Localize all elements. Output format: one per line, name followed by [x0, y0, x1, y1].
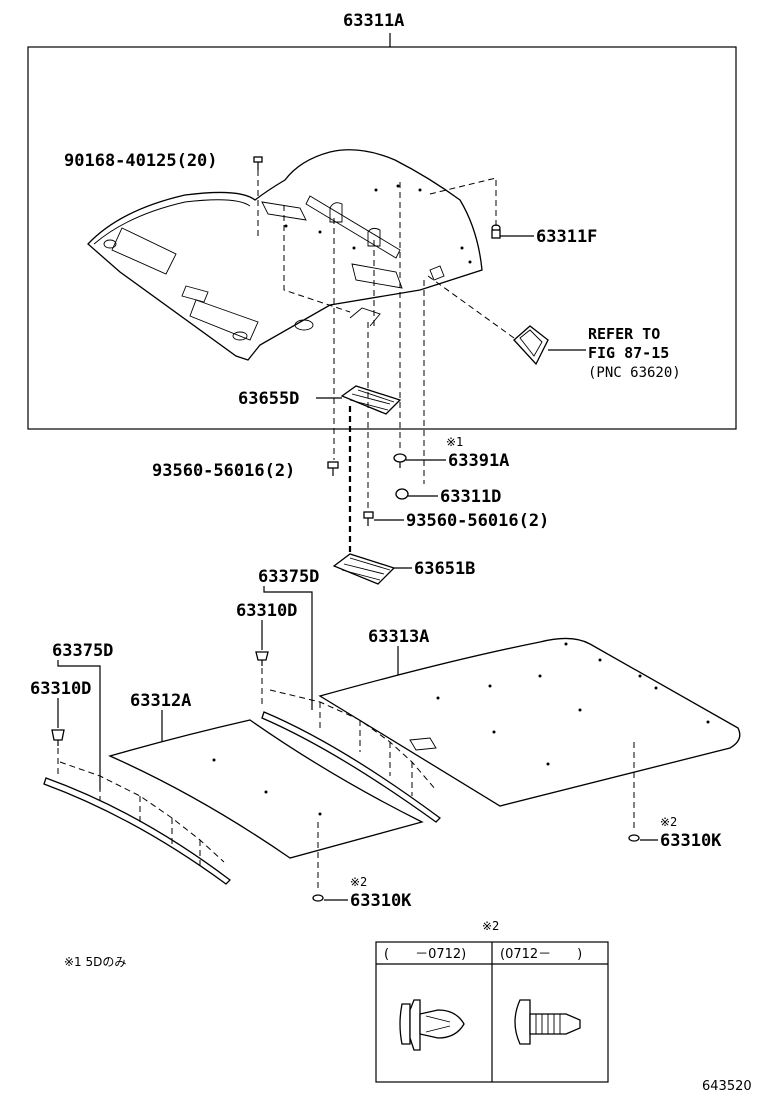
diagram-code: 643520: [702, 1079, 752, 1094]
mark-1: ※1: [446, 435, 463, 449]
bracket-63655D: [316, 385, 402, 415]
label-63375D-left: 63375D: [52, 641, 113, 661]
clip-63310K-left: [312, 822, 348, 902]
clip-93560-a: [327, 461, 339, 476]
label-63651B: 63651B: [414, 559, 475, 579]
mark-2-left: ※2: [350, 875, 367, 889]
roof-panel-63313A: [318, 637, 741, 807]
label-63311A: 63311A: [343, 11, 404, 31]
clip-63311F: [429, 177, 534, 239]
footnote-1: ※1 5Dのみ: [64, 955, 126, 969]
clip-90168-40125: [253, 156, 263, 240]
clip-63310K-right: [628, 742, 658, 842]
clip-new-type: [514, 999, 581, 1045]
mark-2-right: ※2: [660, 815, 677, 829]
variant-table: [375, 941, 609, 1083]
table-col-1: ( －0712): [384, 947, 466, 962]
refer-text-1: REFER TO: [588, 325, 660, 343]
rail-right: [261, 689, 441, 823]
label-93560-a: 93560-56016(2): [152, 461, 295, 481]
label-90168-40125: 90168-40125(20): [64, 151, 218, 171]
label-63311F: 63311F: [536, 227, 597, 247]
label-63313A: 63313A: [368, 627, 429, 647]
proj-line-6: [283, 205, 351, 313]
bracket-63651B: [332, 553, 412, 585]
clip-63310D-right: [255, 620, 269, 706]
roof-panel-63312A: [108, 719, 424, 859]
headliner-panel: [87, 149, 483, 361]
label-63391A: 63391A: [448, 451, 509, 471]
clip-63391A: [393, 453, 446, 468]
clip-63310D-left: [51, 698, 65, 778]
refer-text-3: (PNC 63620): [588, 365, 681, 381]
label-63312A: 63312A: [130, 691, 191, 711]
label-63655D: 63655D: [238, 389, 299, 409]
label-63310D-right: 63310D: [236, 601, 297, 621]
rail-left: [43, 761, 231, 885]
clip-63311D: [395, 488, 438, 500]
label-63310K-left: 63310K: [350, 891, 412, 911]
leader-63375D-right: [263, 586, 313, 710]
label-63310K-right: 63310K: [660, 831, 722, 851]
map-lamp-reference: [427, 275, 586, 366]
table-col-2: (0712－ ): [500, 947, 582, 962]
clip-93560-b: [363, 511, 404, 526]
label-93560-b: 93560-56016(2): [406, 511, 549, 531]
table-title: ※2: [482, 919, 499, 933]
refer-text-2: FIG 87-15: [588, 344, 669, 362]
label-63375D-right: 63375D: [258, 567, 319, 587]
label-63311D: 63311D: [440, 487, 501, 507]
headliner-assembly-frame: [27, 33, 737, 430]
leader-63375D-left: [57, 660, 101, 790]
label-63310D-left: 63310D: [30, 679, 91, 699]
clip-old-type: [399, 999, 465, 1051]
